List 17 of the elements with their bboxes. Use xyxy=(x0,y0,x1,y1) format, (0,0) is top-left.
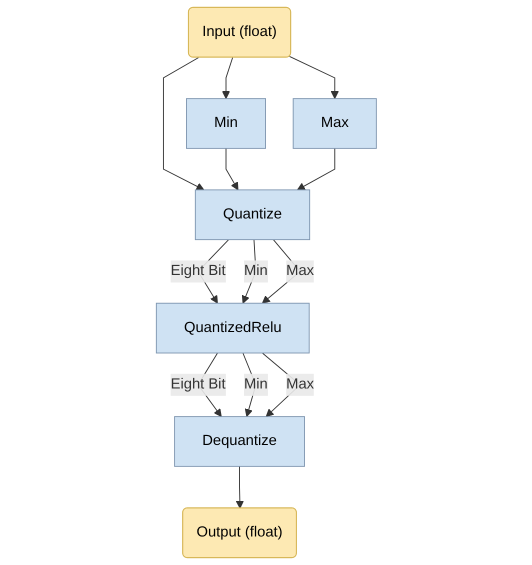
arrow xyxy=(288,56,338,99)
node-box: Dequantize xyxy=(174,416,305,467)
edge-label: Min xyxy=(244,263,268,279)
arrow xyxy=(235,466,244,509)
edge-label: Eight Bit xyxy=(170,263,226,279)
node-box: Max xyxy=(292,98,376,149)
edge-label: Max xyxy=(286,263,314,279)
arrow xyxy=(225,148,238,190)
edge-label: Eight Bit xyxy=(170,376,226,392)
arrow xyxy=(222,57,233,99)
arrow xyxy=(296,148,335,190)
edge-label: Max xyxy=(286,376,314,392)
node-box: QuantizedRelu xyxy=(156,302,310,354)
node-box: Min xyxy=(186,98,266,149)
arrow xyxy=(162,57,204,190)
edge-label: Min xyxy=(244,376,268,392)
node-box: Quantize xyxy=(194,189,310,240)
